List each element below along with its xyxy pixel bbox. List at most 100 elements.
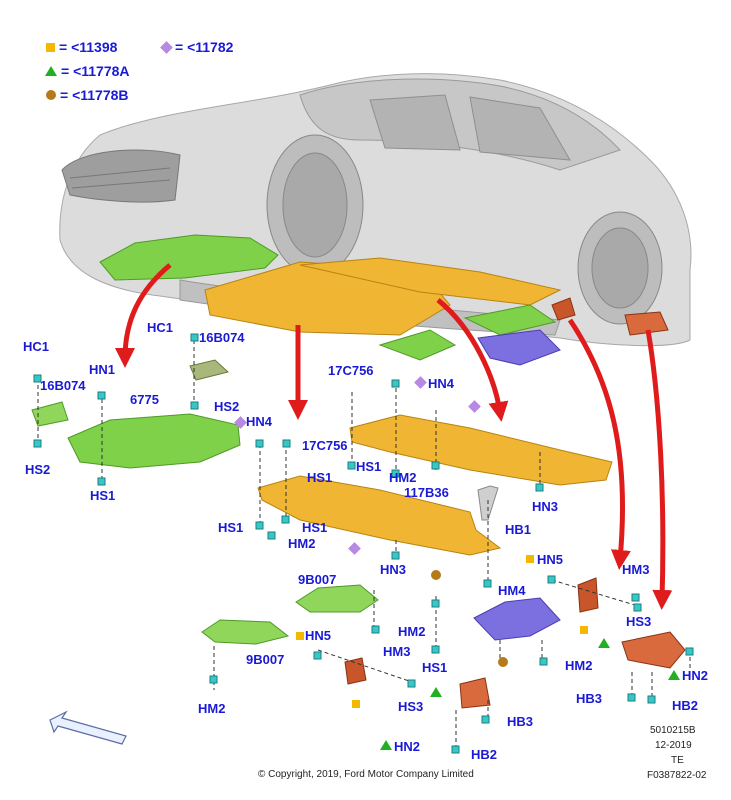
fastener-icon xyxy=(481,715,490,724)
front-direction-arrow-icon xyxy=(49,710,127,745)
fastener-icon xyxy=(391,469,400,478)
callout-hm2-b: HM2 xyxy=(389,470,416,485)
square-marker-icon xyxy=(526,555,534,563)
callout-hs3-mid: HS3 xyxy=(398,699,423,714)
part-rail-shield-left-shape xyxy=(257,475,502,556)
part-16b074-left-shape xyxy=(31,401,69,427)
callout-hm4: HM4 xyxy=(498,583,526,598)
vehicle-body-illustration xyxy=(59,73,692,347)
triangle-marker-icon xyxy=(45,66,57,76)
square-marker-icon xyxy=(46,42,55,52)
callout-labels: HC1 16B074 HS2 HN1 6775 HS1 HC1 16B074 H… xyxy=(23,320,708,762)
fastener-icon xyxy=(535,483,544,492)
callout-hs2-left: HS2 xyxy=(25,462,50,477)
fastener-icon xyxy=(633,603,642,612)
part-rust-bottom-shape xyxy=(459,677,491,709)
assembly-direction-arrows xyxy=(115,263,673,610)
callout-hs1-b: HS1 xyxy=(302,520,327,535)
part-rail-shield-right-shape xyxy=(349,414,613,486)
part-rust-right-shape xyxy=(577,577,599,613)
callout-16b074-left: 16B074 xyxy=(40,378,86,393)
part-hm4-shield-shape xyxy=(473,597,561,641)
fastener-icon xyxy=(97,477,106,486)
callout-9b007-left: 9B007 xyxy=(246,652,284,667)
callout-hn2-mid: HN2 xyxy=(394,739,420,754)
fastener-icon xyxy=(627,693,636,702)
callout-hm2-e: HM2 xyxy=(198,701,225,716)
legend-square-label: = <11398 xyxy=(59,39,118,55)
callout-hs1-d: HS1 xyxy=(356,459,381,474)
fastener-icon xyxy=(33,374,42,383)
callout-hn2-right: HN2 xyxy=(682,668,708,683)
triangle-marker-icon xyxy=(598,638,610,648)
fastener-icon xyxy=(33,439,42,448)
callout-hm2-a: HM2 xyxy=(288,536,315,551)
callout-117b36: 117B36 xyxy=(404,485,449,500)
part-16b074-mid-shape xyxy=(189,359,230,381)
callout-hm2-d: HM2 xyxy=(565,658,592,673)
fastener-icon xyxy=(483,579,492,588)
copyright-notice: © Copyright, 2019, Ford Motor Company Li… xyxy=(258,769,474,780)
part-rust-rear-shape xyxy=(621,631,686,669)
callout-9b007-top: 9B007 xyxy=(298,572,336,587)
fastener-icon xyxy=(255,521,264,530)
fastener-icon xyxy=(281,515,290,524)
callout-hs1-a: HS1 xyxy=(218,520,243,535)
fastener-icon xyxy=(391,551,400,560)
callout-hc1-mid: HC1 xyxy=(147,320,173,335)
fasteners xyxy=(33,333,694,754)
part-9b007-left-shape xyxy=(201,619,290,645)
fastener-icon xyxy=(282,439,291,448)
callout-hb1: HB1 xyxy=(505,522,531,537)
arrow-front-shield xyxy=(115,263,172,368)
fastener-icon xyxy=(371,625,380,634)
legend-triangle-label: = <11778A xyxy=(61,63,130,79)
arrow-rear-right-shield xyxy=(645,329,673,610)
installed-shields xyxy=(99,234,669,366)
document-code: 5010215B xyxy=(650,725,696,736)
callout-hs1-left: HS1 xyxy=(90,488,115,503)
callout-hn5-mid: HN5 xyxy=(305,628,331,643)
square-marker-icon xyxy=(580,626,588,634)
diamond-marker-icon xyxy=(414,376,427,389)
callout-17c756-mid: 17C756 xyxy=(302,438,348,453)
figure-number: F0387822-02 xyxy=(647,770,707,781)
callout-hb3-right: HB3 xyxy=(576,691,602,706)
fastener-icon xyxy=(631,593,640,602)
fastener-icon xyxy=(431,461,440,470)
fastener-icon xyxy=(431,645,440,654)
callout-hb2-right: HB2 xyxy=(672,698,698,713)
arrow-right-rail-shield xyxy=(436,298,509,422)
reference-markers xyxy=(234,376,680,750)
callout-hs3-right: HS3 xyxy=(626,614,651,629)
fastener-icon xyxy=(391,379,400,388)
circle-marker-icon xyxy=(46,90,56,100)
fastener-icon xyxy=(451,745,460,754)
callout-hm3-right: HM3 xyxy=(622,562,649,577)
diamond-marker-icon xyxy=(234,416,247,429)
fastener-icon xyxy=(431,599,440,608)
callout-hn3-a: HN3 xyxy=(532,499,558,514)
legend-circle-label: = <11778B xyxy=(60,87,129,103)
callout-hm2-c: HM2 xyxy=(398,624,425,639)
callout-hn1: HN1 xyxy=(89,362,115,377)
callout-hb3-mid: HB3 xyxy=(507,714,533,729)
callout-hn5-right: HN5 xyxy=(537,552,563,567)
diamond-marker-icon xyxy=(348,542,361,555)
fastener-icon xyxy=(407,679,416,688)
part-rust-mid-shape xyxy=(344,657,367,685)
callout-6775: 6775 xyxy=(130,392,159,407)
callout-hs1-e: HS1 xyxy=(422,660,447,675)
callout-hn3-b: HN3 xyxy=(380,562,406,577)
part-9b007-top-shape xyxy=(295,584,379,613)
legend-diamond-entry: = <11782 xyxy=(160,39,233,55)
circle-marker-icon xyxy=(498,657,508,667)
document-date: 12-2019 xyxy=(655,740,692,751)
fastener-icon xyxy=(313,651,322,660)
callout-17c756-top: 17C756 xyxy=(328,363,374,378)
legend-square-entry: = <11398 xyxy=(46,39,117,55)
fastener-icon xyxy=(347,461,356,470)
diamond-marker-icon xyxy=(468,400,481,413)
callout-hs1-c: HS1 xyxy=(307,470,332,485)
fastener-icon xyxy=(190,333,199,342)
